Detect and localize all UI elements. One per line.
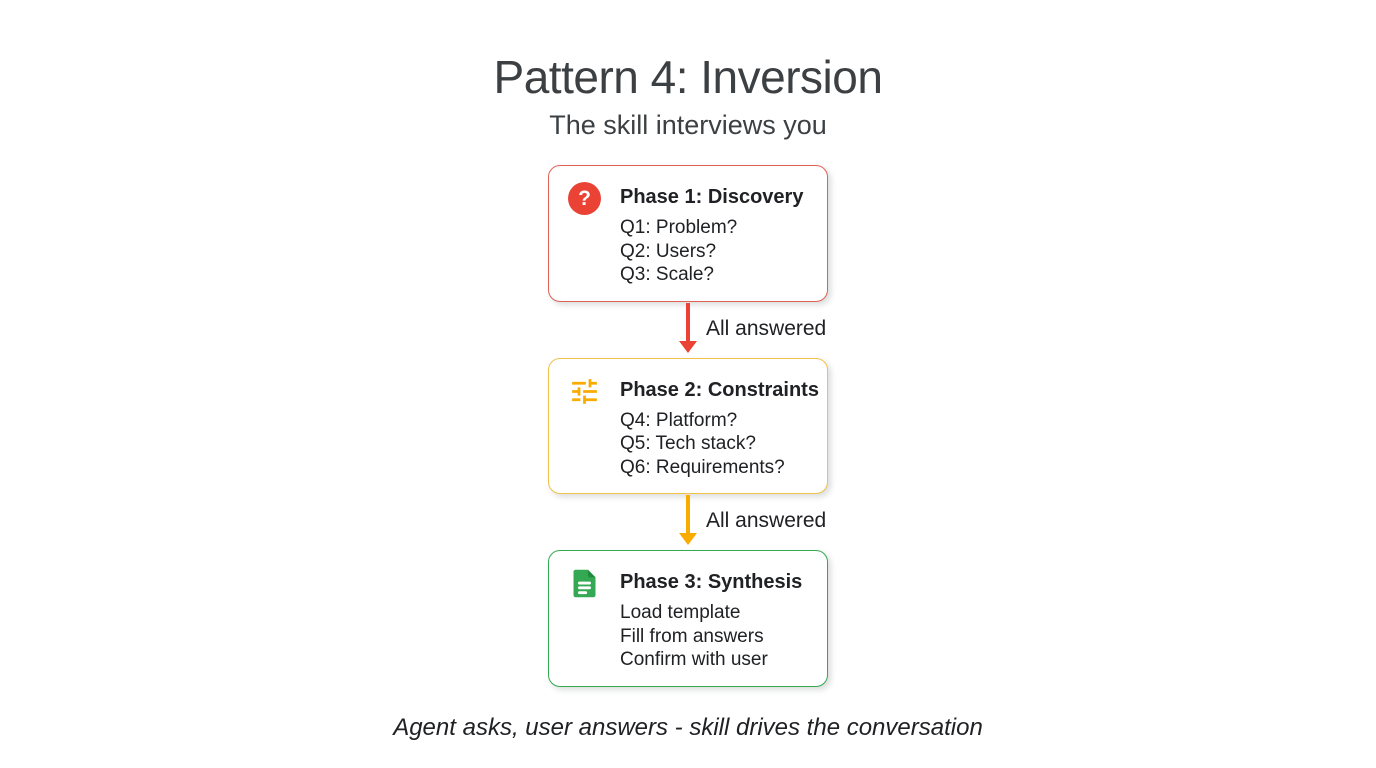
phase-item: Q6: Requirements? <box>620 456 785 478</box>
question-mark-circle-icon: ? <box>568 182 601 215</box>
phase-card-synthesis: Phase 3: Synthesis Load template Fill fr… <box>548 550 828 687</box>
page-title: Pattern 4: Inversion <box>493 51 883 103</box>
connector-label: All answered <box>706 316 827 340</box>
phase-card-constraints: Phase 2: Constraints Q4: Platform? Q5: T… <box>548 357 828 494</box>
arrow-head <box>679 533 697 545</box>
phase-item: Fill from answers <box>620 625 764 647</box>
connector-discovery-to-constraints: All answered <box>548 302 828 358</box>
phase-item: Load template <box>620 602 741 623</box>
phase-item: Q1: Problem? <box>620 217 738 238</box>
phase-item: Q3: Scale? <box>620 264 714 285</box>
arrow-line <box>686 302 690 342</box>
flowchart: ? Phase 1: Discovery Q1: Problem? Q2: Us… <box>548 165 828 687</box>
arrow-head <box>679 340 697 353</box>
connector-label: All answered <box>706 509 827 532</box>
phase-card-discovery: ? Phase 1: Discovery Q1: Problem? Q2: Us… <box>548 165 828 302</box>
phase-title: Phase 1: Discovery <box>620 186 804 208</box>
down-arrow-icon <box>679 302 697 353</box>
phase-item: Q2: Users? <box>620 240 717 262</box>
slide-caption: Agent asks, user answers - skill drives … <box>393 713 983 741</box>
phase-body: Phase 2: Constraints Q4: Platform? Q5: T… <box>620 374 819 480</box>
tune-sliders-icon <box>568 375 601 408</box>
arrow-line <box>686 495 690 534</box>
phase-body: Phase 1: Discovery Q1: Problem? Q2: User… <box>620 181 811 287</box>
phase-item: Confirm with user <box>620 649 768 670</box>
phase-title: Phase 3: Synthesis <box>620 571 803 593</box>
question-mark-glyph: ? <box>568 182 601 215</box>
connector-constraints-to-synthesis: All answered <box>548 494 828 550</box>
document-icon <box>568 567 601 600</box>
down-arrow-icon <box>679 495 697 545</box>
phase-body: Phase 3: Synthesis Load template Fill fr… <box>620 566 811 672</box>
phase-item: Q5: Tech stack? <box>620 433 756 454</box>
phase-title: Phase 2: Constraints <box>620 378 819 401</box>
page-subtitle: The skill interviews you <box>549 110 827 140</box>
phase-item: Q4: Platform? <box>620 409 738 431</box>
